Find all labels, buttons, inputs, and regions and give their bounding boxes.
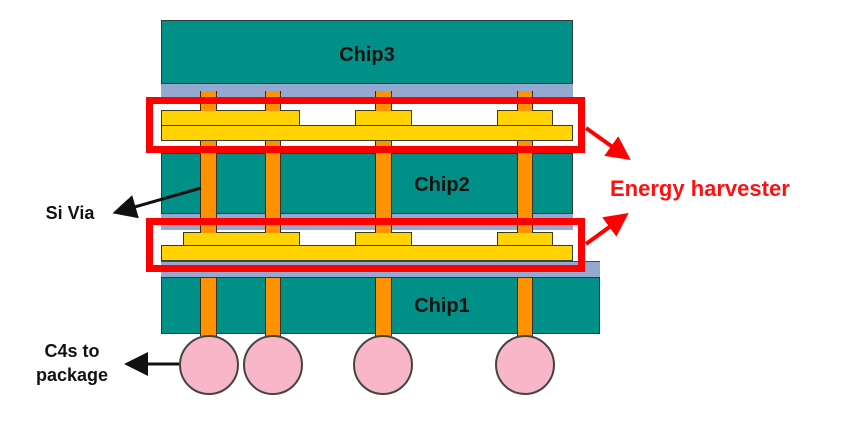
harvester-bottom-plate <box>161 245 573 261</box>
c4-bump <box>353 335 413 395</box>
si-via <box>375 278 392 336</box>
c4-label-line1: C4s to <box>44 341 100 361</box>
chip2: Chip2 <box>161 153 573 214</box>
chip3-label: Chip3 <box>339 44 395 66</box>
chip3: Chip3 <box>161 20 573 84</box>
harvester-top-plate <box>161 125 573 141</box>
c4-bump <box>179 335 239 395</box>
energy-harvester-label: Energy harvester <box>610 176 790 201</box>
si-via <box>517 141 533 233</box>
chip1-label: Chip1 <box>414 295 470 317</box>
si-via <box>265 141 281 233</box>
c4-bump <box>495 335 555 395</box>
bond-layer-top <box>161 84 573 101</box>
si-via-arrow-icon <box>112 186 202 219</box>
si-via-label: Si Via <box>45 203 95 223</box>
energy-harvester-highlight-bottom <box>146 218 585 272</box>
si-via <box>200 278 217 336</box>
chip2-label: Chip2 <box>414 174 470 196</box>
energy-harvester-highlight-top <box>146 97 585 153</box>
harvester-arrow-bottom-icon <box>584 212 629 246</box>
si-via <box>375 141 392 233</box>
si-via <box>265 278 281 336</box>
c4-bump <box>243 335 303 395</box>
c4-label-line2: package <box>35 365 109 385</box>
si-via <box>517 278 533 336</box>
harvester-arrow-top-icon <box>584 126 631 160</box>
